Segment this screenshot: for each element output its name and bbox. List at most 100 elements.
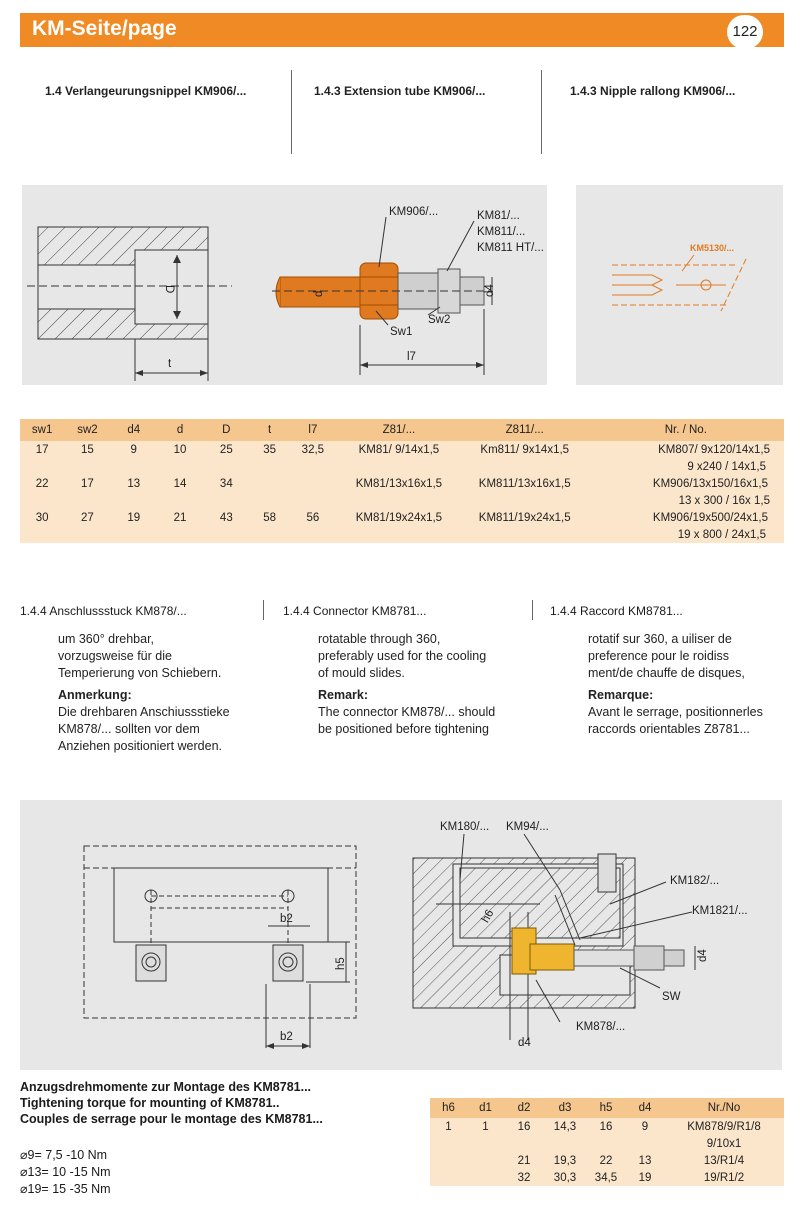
table-cell: 32,5 — [301, 443, 325, 456]
label-t: t — [168, 358, 172, 370]
table-cell: 19 — [638, 1171, 652, 1184]
table-cell: 19 x 800 / 24x1,5 — [677, 528, 766, 541]
section-heading-de: 1.4 Verlangeurungsnippel KM906/... — [45, 84, 247, 98]
table-cell: 9 — [641, 1120, 649, 1133]
table-cell: 30,3 — [553, 1171, 577, 1184]
column-divider — [532, 600, 533, 620]
table-cell: d3 — [558, 1102, 572, 1114]
column-divider — [291, 70, 292, 154]
table-cell — [430, 1135, 664, 1152]
table-cell: d4 — [127, 424, 141, 436]
table-cell: d4 — [638, 1102, 652, 1114]
page-number: 122 — [727, 15, 763, 49]
table-cell: 14 — [173, 477, 187, 490]
table-cell: t — [267, 424, 272, 436]
diagram-panel-connector — [20, 800, 782, 1070]
page-header: KM-Seite/page — [20, 13, 784, 47]
label-km81: KM81/... — [477, 210, 520, 222]
table-cell: D — [222, 424, 231, 436]
page-title: KM-Seite/page — [32, 17, 177, 40]
table-cell — [467, 1152, 504, 1169]
connector-heading-fr: 1.4.4 Raccord KM8781... — [550, 604, 683, 618]
label-km180: KM180/... — [440, 821, 489, 833]
label-d4-bottom: d4 — [518, 1037, 531, 1049]
table-cell — [430, 1169, 467, 1186]
table-cell: 19,3 — [553, 1154, 577, 1167]
connector-heading-en: 1.4.4 Connector KM8781... — [283, 604, 427, 618]
table-cell: 21 — [517, 1154, 531, 1167]
table-row: 9/10x1 — [430, 1135, 784, 1152]
dimensions-table: sw1 sw2 d4 d D t l7 Z81/... Z811/... Nr.… — [20, 419, 784, 543]
table-cell — [467, 1169, 504, 1186]
table-header-row: sw1 sw2 d4 d D t l7 Z81/... Z811/... Nr.… — [20, 419, 784, 441]
connector-drawing: b2 b2 h5 d4 h6 KM180/... KM94/... KM182/… — [83, 821, 748, 1049]
label-sw2: Sw2 — [428, 314, 450, 326]
label-d4-right: d4 — [697, 949, 709, 962]
table-cell: 17 — [81, 477, 94, 490]
connector-text-en: rotatable through 360, preferably used f… — [318, 632, 496, 736]
table-cell: 56 — [306, 511, 320, 524]
connector-heading-de: 1.4.4 Anschlussstuck KM878/... — [20, 604, 187, 618]
label-b2-bottom: b2 — [280, 1031, 293, 1043]
label-sw1: Sw1 — [390, 326, 412, 338]
table-cell: 32 — [517, 1171, 531, 1184]
label-d: d — [313, 291, 325, 297]
table-cell: KM807/ 9x120/14x1,5 — [658, 443, 770, 456]
km5130-drawing: KM5130/... — [612, 243, 747, 312]
table-cell: 25 — [219, 443, 233, 456]
table-cell: 21 — [173, 511, 187, 524]
table-cell: sw1 — [31, 424, 53, 436]
label-sw: SW — [662, 991, 681, 1003]
table-cell: 22 — [35, 477, 49, 490]
column-divider — [263, 600, 264, 620]
label-km878: KM878/... — [576, 1021, 625, 1033]
table-cell: 13 — [638, 1154, 652, 1167]
table-cell: KM81/13x16x1,5 — [355, 477, 443, 490]
table-cell: 10 — [173, 443, 187, 456]
torque-values: ⌀9= 7,5 -10 Nm ⌀13= 10 -15 Nm ⌀19= 15 -3… — [20, 1148, 111, 1196]
table-cell: d1 — [479, 1102, 492, 1114]
table-cell: h5 — [599, 1102, 613, 1114]
column-divider — [541, 70, 542, 154]
label-km182: KM182/... — [670, 875, 719, 887]
label-l7: l7 — [407, 351, 416, 363]
label-km811ht: KM811 HT/... — [477, 242, 544, 254]
table-cell: 1 — [445, 1120, 452, 1133]
table-cell — [20, 458, 588, 475]
table-header-row: h6 d1 d2 d3 h5 d4 Nr./No — [430, 1098, 784, 1118]
table-cell: 16 — [517, 1120, 531, 1133]
table-cell: 16 — [599, 1120, 613, 1133]
table-cell — [430, 1152, 467, 1169]
table-cell: 27 — [81, 511, 94, 524]
table-cell: 9 x240 / 14x1,5 — [687, 460, 766, 473]
table-row: 9 x240 / 14x1,5 — [20, 458, 784, 475]
label-d4: d4 — [484, 284, 496, 297]
table-cell: 35 — [263, 443, 276, 456]
table-cell: 13/R1/4 — [703, 1154, 745, 1167]
table-cell: 14,3 — [553, 1120, 577, 1133]
extension-tube-drawing: D t d d4 KM906/... KM81/... KM811/... KM… — [27, 206, 544, 381]
section-heading-en: 1.4.3 Extension tube KM906/... — [314, 84, 486, 98]
table-cell — [20, 526, 588, 543]
table-cell — [249, 475, 289, 492]
table-cell: 43 — [219, 511, 233, 524]
table-cell: 1 — [482, 1120, 489, 1133]
table-cell: 17 — [35, 443, 49, 456]
label-h5: h5 — [335, 957, 347, 970]
table-cell: 30 — [35, 511, 49, 524]
table-cell: KM811/19x24x1,5 — [478, 511, 571, 524]
connector-text-fr: rotatif sur 360, a uiliser de preference… — [588, 632, 763, 736]
table-cell: 19 — [127, 511, 141, 524]
table-cell: 15 — [81, 443, 94, 456]
table-cell: Nr./No — [707, 1102, 741, 1114]
table-row: 13 x 300 / 16x 1,5 — [20, 492, 784, 509]
label-km1821: KM1821/... — [692, 905, 748, 917]
table-cell: 22 — [599, 1154, 613, 1167]
table-cell — [20, 492, 588, 509]
